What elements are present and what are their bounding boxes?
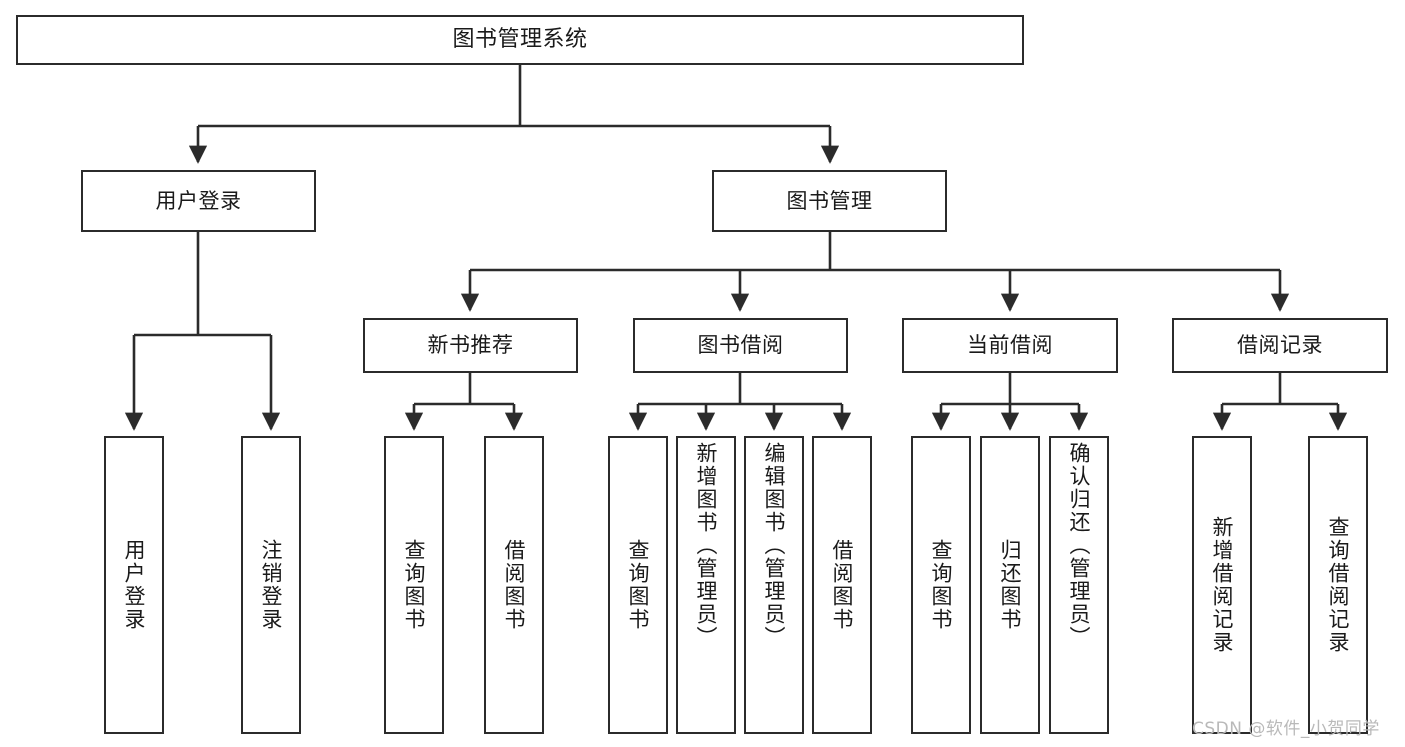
node-user-login[interactable]: 用户登录: [81, 170, 316, 232]
node-leaf-query-book-2-label: 查询图书: [626, 539, 651, 631]
node-leaf-borrow-book-1-label: 借阅图书: [502, 539, 527, 631]
node-leaf-logout-login[interactable]: 注销登录: [241, 436, 301, 734]
node-leaf-return-book-label: 归还图书: [998, 539, 1023, 631]
node-leaf-query-book-3-label: 查询图书: [929, 539, 954, 631]
node-leaf-edit-book-admin-label: 编辑图书（管理员）: [762, 442, 787, 649]
node-current-borrow[interactable]: 当前借阅: [902, 318, 1118, 373]
node-leaf-query-book-2[interactable]: 查询图书: [608, 436, 668, 734]
node-leaf-borrow-book-2[interactable]: 借阅图书: [812, 436, 872, 734]
node-leaf-return-book[interactable]: 归还图书: [980, 436, 1040, 734]
node-leaf-borrow-book-2-label: 借阅图书: [830, 539, 855, 631]
node-leaf-confirm-return-admin-label: 确认归还（管理员）: [1067, 442, 1092, 649]
node-leaf-add-book-admin[interactable]: 新增图书（管理员）: [676, 436, 736, 734]
node-leaf-borrow-book-1[interactable]: 借阅图书: [484, 436, 544, 734]
node-leaf-user-login-label: 用户登录: [122, 539, 147, 631]
node-leaf-query-book-1[interactable]: 查询图书: [384, 436, 444, 734]
node-current-borrow-label: 当前借阅: [967, 333, 1053, 358]
node-leaf-query-book-1-label: 查询图书: [402, 539, 427, 631]
node-leaf-logout-login-label: 注销登录: [259, 539, 284, 631]
node-root[interactable]: 图书管理系统: [16, 15, 1024, 65]
node-leaf-query-borrow-record[interactable]: 查询借阅记录: [1308, 436, 1368, 734]
node-borrow-record[interactable]: 借阅记录: [1172, 318, 1388, 373]
node-leaf-add-book-admin-label: 新增图书（管理员）: [694, 442, 719, 649]
node-user-login-label: 用户登录: [155, 188, 242, 213]
node-book-borrow[interactable]: 图书借阅: [633, 318, 848, 373]
node-borrow-record-label: 借阅记录: [1237, 333, 1323, 358]
node-book-management[interactable]: 图书管理: [712, 170, 947, 232]
node-leaf-add-borrow-record-label: 新增借阅记录: [1210, 516, 1235, 654]
node-leaf-query-book-3[interactable]: 查询图书: [911, 436, 971, 734]
node-leaf-user-login[interactable]: 用户登录: [104, 436, 164, 734]
node-leaf-confirm-return-admin[interactable]: 确认归还（管理员）: [1049, 436, 1109, 734]
node-leaf-query-borrow-record-label: 查询借阅记录: [1326, 516, 1351, 654]
node-book-borrow-label: 图书借阅: [697, 333, 784, 358]
node-book-management-label: 图书管理: [786, 188, 873, 213]
node-new-book-recommend[interactable]: 新书推荐: [363, 318, 578, 373]
node-new-book-recommend-label: 新书推荐: [427, 333, 514, 358]
node-root-label: 图书管理系统: [452, 26, 588, 52]
node-leaf-add-borrow-record[interactable]: 新增借阅记录: [1192, 436, 1252, 734]
node-leaf-edit-book-admin[interactable]: 编辑图书（管理员）: [744, 436, 804, 734]
